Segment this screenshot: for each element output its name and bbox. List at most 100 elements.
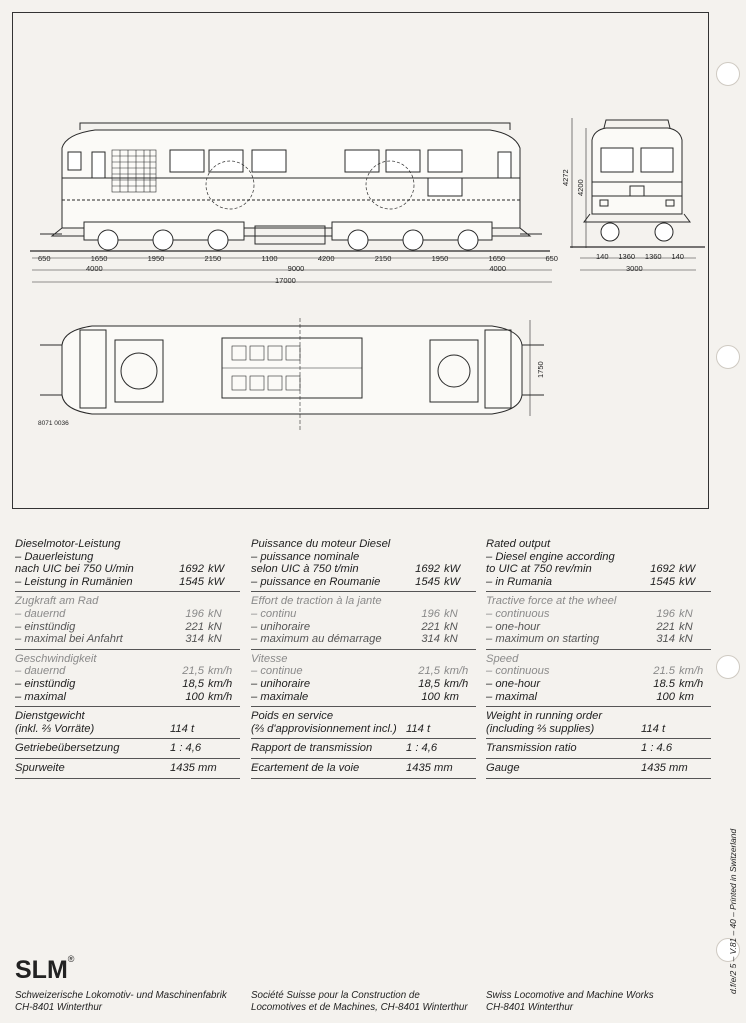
dim-label: 140 (596, 252, 609, 261)
spec-value: 21,5 (182, 665, 204, 678)
spec-label: – one-hour (486, 620, 541, 633)
spec-value: 1 : 4.6 (641, 742, 673, 755)
spec-section: Poids en service(⅔ d'approvisionnement i… (251, 710, 476, 735)
spec-label: – einstündig (15, 620, 76, 633)
footer-line: CH-8401 Winterthur (486, 1001, 574, 1013)
section-divider (15, 706, 240, 708)
spec-label: – maximale (251, 690, 309, 703)
spec-value: 314 (656, 633, 675, 646)
spec-row: – Diesel engine according (486, 551, 711, 564)
section-divider (15, 648, 240, 650)
spec-value: 1692 (415, 563, 440, 576)
section-divider (486, 777, 711, 779)
spec-value-group (170, 653, 240, 666)
spec-column: Puissance du moteur Diesel– puissance no… (251, 538, 476, 782)
spec-section: Dienstgewicht(inkl. ⅔ Vorräte)114 t (15, 710, 240, 735)
spec-value: 100 (656, 690, 675, 703)
dim-label: 140 (671, 252, 684, 261)
spec-row: (⅔ d'approvisionnement incl.)114 t (251, 723, 476, 736)
footer-en: Swiss Locomotive and Machine Works CH-84… (486, 990, 654, 1013)
section-divider (486, 648, 711, 650)
footer-fr: Société Suisse pour la Construction de L… (251, 990, 468, 1013)
spec-value: 114 t (406, 722, 431, 735)
section-divider (486, 706, 711, 708)
spec-value-group (641, 653, 711, 666)
section-divider (251, 738, 476, 740)
dim-total: 17000 (275, 276, 296, 285)
spec-value-group: 1435 mm (406, 762, 476, 775)
spec-label: – continue (251, 665, 303, 678)
spec-label: Dieselmotor-Leistung (15, 538, 121, 550)
spec-value: 114 t (641, 722, 666, 735)
spec-unit: km/h (679, 677, 704, 690)
spec-label: (including ⅔ supplies) (486, 722, 595, 735)
dim-label: 1650 (488, 254, 506, 263)
spec-label: Getriebeübersetzung (15, 742, 120, 755)
spec-value: 18,5 (182, 677, 204, 690)
spec-value-group: 100 km (406, 691, 476, 704)
side-dims-bottom: 650 1650 1950 2150 1100 4200 2150 1950 1… (38, 254, 558, 263)
dim-front-height-1: 4272 (561, 169, 570, 186)
section-divider (251, 706, 476, 708)
spec-value-group: 114 t (406, 723, 476, 736)
spec-label: – maximal bei Anfahrt (15, 633, 123, 646)
spec-unit: kN (444, 607, 458, 620)
spec-label: Effort de traction à la jante (251, 595, 382, 608)
dim-label: 4000 (86, 264, 103, 273)
footer-line: CH-8401 Winterthur (15, 1001, 103, 1013)
spec-value: 100 (421, 690, 440, 703)
spec-value-group: 1 : 4.6 (641, 742, 711, 755)
spec-label: – maximal (15, 690, 66, 703)
dim-front-height-2: 4200 (576, 179, 585, 196)
spec-label: – einstündig (15, 677, 76, 690)
drawing-frame (12, 12, 709, 509)
logo-text: SLM (15, 956, 68, 984)
spec-unit: kW (679, 563, 696, 576)
spec-value-group (170, 538, 240, 551)
spec-section: Weight in running order(including ⅔ supp… (486, 710, 711, 735)
slm-logo: SLM® (15, 954, 74, 985)
spec-value-group (641, 551, 711, 564)
spec-label: – puissance en Roumanie (251, 575, 381, 588)
spec-value: 1 : 4,6 (406, 742, 438, 755)
spec-unit: km (444, 690, 459, 703)
dim-label: 2150 (204, 254, 222, 263)
spec-value-group (170, 710, 240, 723)
section-divider (486, 591, 711, 593)
spec-row: Weight in running order (486, 710, 711, 723)
spec-unit: km/h (208, 665, 233, 678)
spec-label: Speed (486, 652, 519, 665)
spec-value: 221 (185, 620, 204, 633)
dim-label: 1360 (618, 252, 636, 261)
spec-label: Rapport de transmission (251, 742, 373, 755)
dim-label: 2150 (374, 254, 392, 263)
dim-label: 9000 (287, 264, 305, 273)
dim-label: 1360 (644, 252, 662, 261)
footer-line: Swiss Locomotive and Machine Works (486, 990, 654, 1001)
dim-label: 1650 (90, 254, 108, 263)
spec-unit: kN (679, 607, 693, 620)
